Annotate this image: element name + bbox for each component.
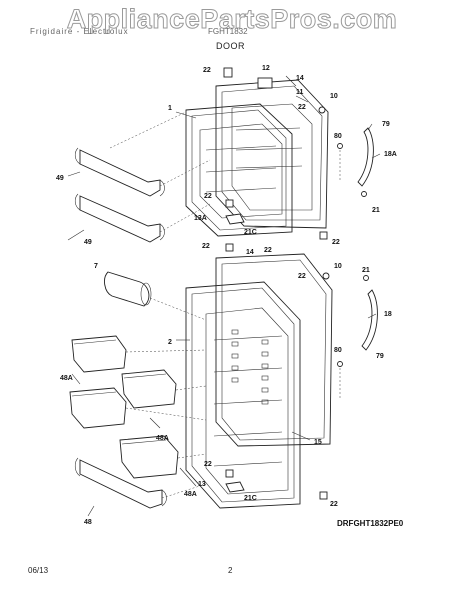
door-handle-upper	[357, 127, 374, 187]
callout-label: 22	[264, 247, 272, 254]
door-handle-lower	[361, 289, 378, 351]
fresh-food-door-gasket	[185, 281, 301, 509]
callout-label: 21	[372, 207, 380, 214]
hinge-cap-right	[319, 231, 328, 240]
door-bin-3	[69, 387, 127, 429]
hinge-bushing-lower	[225, 481, 245, 493]
callout-label: 21C	[244, 495, 257, 502]
nameplate	[257, 77, 273, 89]
callout-label: 13	[198, 481, 206, 488]
callout-label: 14	[246, 249, 254, 256]
footer-date: 06/13	[28, 566, 49, 575]
freezer-door-shelf-lower	[74, 193, 165, 243]
callout-label: 22	[202, 243, 210, 250]
callout-label: 2	[168, 339, 172, 346]
fresh-food-door-outer-panel	[215, 253, 333, 447]
callout-label: 13A	[194, 215, 207, 222]
hinge-cap	[225, 199, 234, 208]
callout-label: 7	[94, 263, 98, 270]
door-bin-1	[71, 335, 127, 373]
freezer-door-shelf-upper	[74, 147, 165, 197]
diagram-code: DRFGHT1832PE0	[337, 519, 404, 528]
freezer-door-gasket	[185, 103, 293, 237]
watermark-logo: AppliancePartsPros.com	[66, 4, 398, 35]
door-bin-4	[119, 435, 179, 479]
callout-label: 21	[362, 267, 370, 274]
callout-label: 10	[334, 263, 342, 270]
callout-label: 22	[204, 193, 212, 200]
callout-label: 10	[330, 93, 338, 100]
screw-cap-lower	[225, 243, 234, 252]
handle-screw	[361, 191, 367, 197]
door-bin-2	[121, 369, 177, 409]
callout-label: 21C	[244, 229, 257, 236]
callout-label: 80	[334, 133, 342, 140]
callout-label: 49	[56, 175, 64, 182]
freezer-door-liner	[199, 123, 283, 219]
callout-label: 18	[384, 311, 392, 318]
callout-label: 79	[382, 121, 390, 128]
hinge-cap-lower	[225, 469, 234, 478]
plug-button	[337, 143, 343, 149]
callout-label: 22	[332, 239, 340, 246]
hinge-bushing	[225, 213, 245, 225]
page-number: 2	[228, 566, 233, 575]
section-title: DOOR	[216, 41, 245, 51]
fresh-food-door-liner	[205, 307, 289, 495]
callout-label: 18A	[384, 151, 397, 158]
callout-label: 22	[298, 104, 306, 111]
brand-header: Frigidaire - Electrolux	[30, 27, 129, 36]
handle-screw-lower	[363, 275, 369, 281]
fresh-food-door-shelf	[74, 457, 167, 509]
callout-label: 80	[334, 347, 342, 354]
model-header: FGHT1832	[208, 27, 248, 36]
door-stop-lower	[322, 272, 330, 280]
screw-cap	[223, 67, 233, 78]
callout-label: 22	[330, 501, 338, 508]
callout-label: 1	[168, 105, 172, 112]
door-stop	[318, 106, 326, 114]
callout-label: 11	[296, 89, 304, 96]
callout-label: 79	[376, 353, 384, 360]
hinge-cap-lower-right	[319, 491, 328, 500]
callout-label: 49	[84, 239, 92, 246]
callout-label: 12	[262, 65, 270, 72]
callout-label: 48	[84, 519, 92, 526]
callout-label: 22	[298, 273, 306, 280]
callout-label: 14	[296, 75, 304, 82]
callout-label: 22	[204, 461, 212, 468]
callout-label: 48A	[156, 435, 169, 442]
butter-compartment	[104, 271, 152, 307]
callout-label: 48A	[184, 491, 197, 498]
callout-label: 22	[203, 67, 211, 74]
freezer-door-outer-panel	[215, 79, 329, 229]
plug-button-lower	[337, 361, 343, 367]
callout-label: 15	[314, 439, 322, 446]
callout-label: 48A	[60, 375, 73, 382]
